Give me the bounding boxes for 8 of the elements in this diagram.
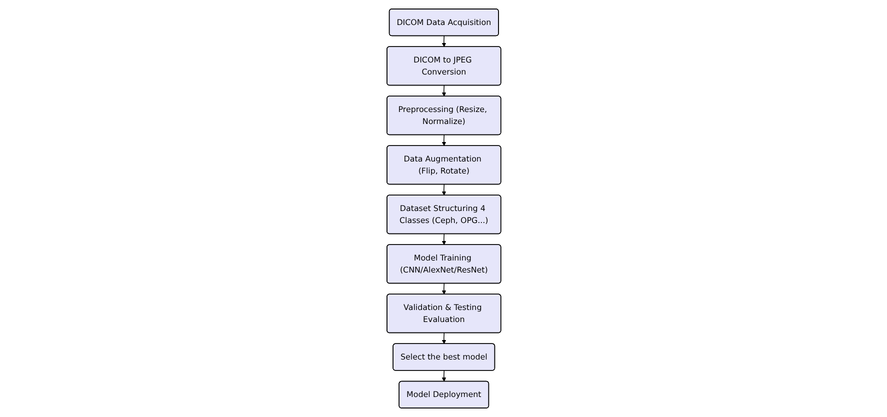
arrow <box>441 234 446 246</box>
arrow <box>441 85 446 97</box>
arrow <box>441 134 446 146</box>
arrow <box>441 332 446 344</box>
arrow <box>441 184 446 196</box>
arrow <box>441 283 446 295</box>
arrow <box>441 36 446 48</box>
arrow <box>441 370 446 382</box>
